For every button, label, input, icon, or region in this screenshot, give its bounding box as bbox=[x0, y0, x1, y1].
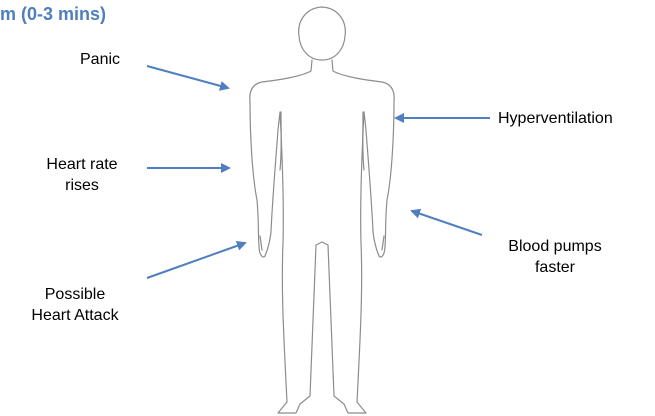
torso-and-limbs-outline bbox=[250, 60, 394, 413]
label-panic: Panic bbox=[80, 49, 120, 70]
head-outline bbox=[299, 7, 346, 60]
arrows bbox=[147, 66, 490, 278]
label-heart-rate-rises: Heart rate rises bbox=[32, 154, 132, 196]
label-possible-heart-attack: Possible Heart Attack bbox=[20, 284, 130, 326]
panic-arrow bbox=[147, 66, 228, 88]
heart-attack-arrow bbox=[147, 243, 245, 278]
label-hyperventilation: Hyperventilation bbox=[498, 108, 613, 129]
label-blood-pumps-faster: Blood pumps faster bbox=[500, 236, 610, 278]
blood-pumps-arrow bbox=[412, 211, 482, 235]
human-body-outline bbox=[250, 7, 394, 413]
